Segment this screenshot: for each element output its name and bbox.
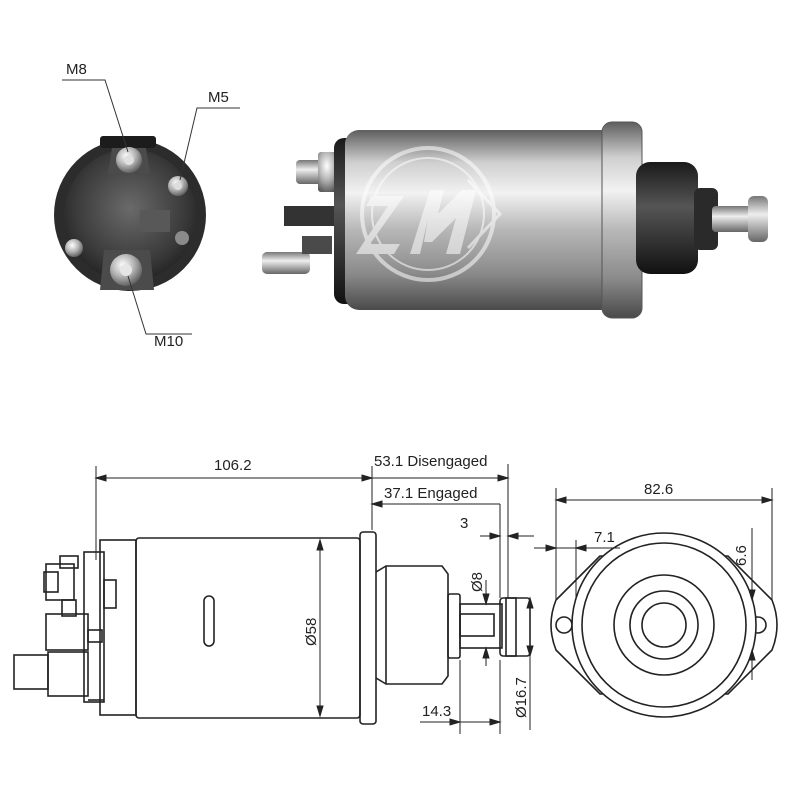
- dim-length: 106.2: [214, 457, 252, 474]
- drawing-barrel: [135, 537, 361, 719]
- zm-logo-watermark: [356, 146, 503, 282]
- dim-disengaged: 53.1 Disengaged: [374, 453, 487, 470]
- m8-stud: [108, 147, 150, 174]
- side-view-dimension-labels: 106.2 53.1 Disengaged 37.1 Engaged 3 Ø58…: [214, 453, 530, 720]
- photo-end-view: [54, 136, 206, 291]
- label-m8: M8: [66, 61, 87, 78]
- side-view-dimensions: [94, 464, 534, 734]
- dim-flange-width: 82.6: [644, 481, 673, 498]
- photo-side-view: [262, 121, 768, 319]
- drawing-end-view: [550, 532, 778, 718]
- dim-engaged: 37.1 Engaged: [384, 485, 477, 502]
- label-m5: M5: [208, 89, 229, 106]
- barrel: [345, 130, 615, 310]
- drawing-side-view: [13, 531, 531, 725]
- dim-tab: 6.6: [733, 545, 750, 566]
- dim-plunger-diameter: Ø8: [469, 572, 486, 592]
- end-view-dimensions: [534, 488, 774, 680]
- label-m10: M10: [154, 333, 183, 350]
- dim-head-diameter: Ø16.7: [513, 677, 530, 718]
- mounting-flange: [550, 555, 778, 695]
- end-cap-face: [64, 149, 196, 281]
- dim-gap: 3: [460, 515, 468, 532]
- m10-stud: [100, 250, 154, 290]
- m5-stud: [168, 176, 188, 196]
- end-view-dimension-labels: 82.6 7.1 6.6: [594, 481, 750, 566]
- terminal-labels: M8 M5 M10: [62, 61, 240, 350]
- dim-body-diameter: Ø58: [303, 618, 320, 646]
- dim-hole: 7.1: [594, 529, 615, 546]
- dim-head-offset: 14.3: [422, 703, 451, 720]
